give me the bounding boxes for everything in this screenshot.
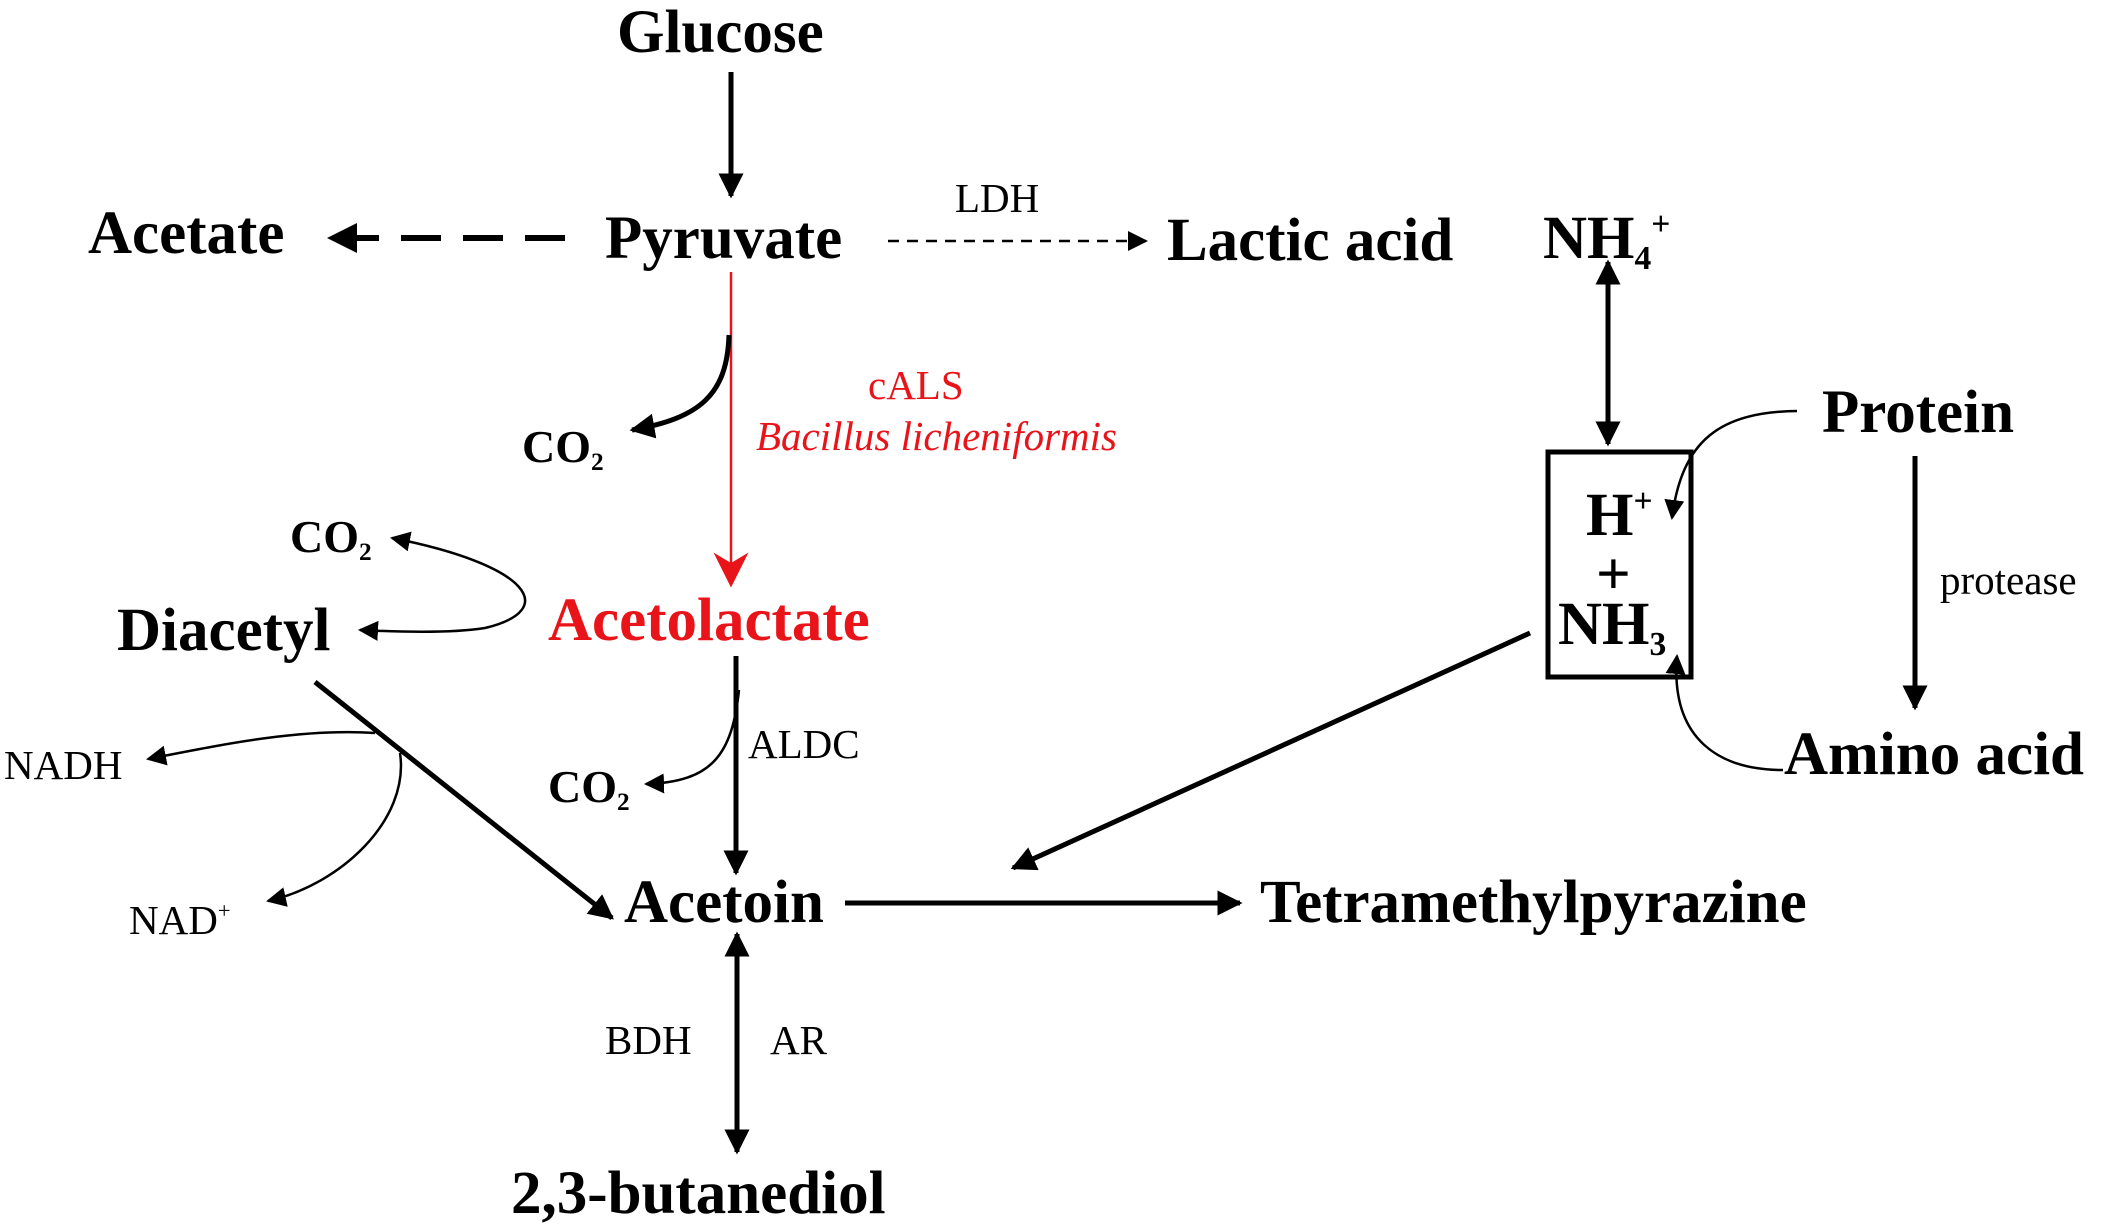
- arrow-loop-to-co2: [390, 531, 527, 630]
- arrow-to-nad: [266, 752, 403, 907]
- enzyme-bdh: BDH: [605, 1017, 692, 1063]
- species-h-plus: H+: [1586, 482, 1653, 549]
- enzyme-ldh: LDH: [955, 175, 1040, 221]
- node-acetate: Acetate: [88, 200, 285, 267]
- node-amino-acid: Amino acid: [1784, 721, 2084, 788]
- arrow-pyruvate-co2: [629, 334, 732, 439]
- arrow-nh3-to-tmp: [1010, 630, 1532, 871]
- node-acetoin: Acetoin: [624, 869, 824, 936]
- species-co2-pyruvate: CO2: [522, 421, 604, 477]
- arrow-aldc-co2: [644, 689, 741, 794]
- species-nad-plus: NAD+: [129, 897, 231, 943]
- species-nh3: NH3: [1558, 591, 1667, 663]
- arrow-aminoacid-nh3: [1665, 654, 1784, 772]
- arrow-diacetyl-acetoin: [313, 680, 614, 920]
- arrow-protein-hplus: [1664, 409, 1798, 520]
- enzyme-aldc: ALDC: [748, 721, 860, 767]
- arrow-loop-to-diacetyl: [358, 620, 486, 641]
- enzyme-ar: AR: [770, 1017, 827, 1063]
- node-acetolactate: Acetolactate: [548, 587, 870, 654]
- enzyme-organism: Bacillus licheniformis: [756, 413, 1117, 459]
- species-nh4: NH4+: [1543, 205, 1671, 277]
- node-protein: Protein: [1822, 379, 2014, 446]
- species-co2-diacetyl: CO2: [290, 511, 372, 567]
- species-plus-sign: +: [1596, 541, 1631, 608]
- species-co2-aldc: CO2: [548, 761, 630, 817]
- node-butanediol: 2,3-butanediol: [511, 1160, 886, 1227]
- species-nadh: NADH: [4, 742, 123, 788]
- node-glucose: Glucose: [617, 0, 824, 66]
- node-tetramethylpyrazine: Tetramethylpyrazine: [1260, 869, 1807, 936]
- node-diacetyl: Diacetyl: [117, 597, 331, 664]
- node-lactic-acid: Lactic acid: [1167, 207, 1454, 274]
- arrow-to-nadh: [146, 730, 376, 766]
- enzyme-cals: cALS: [868, 362, 964, 408]
- node-pyruvate: Pyruvate: [605, 205, 843, 272]
- enzyme-protease: protease: [1940, 557, 2077, 603]
- h-nh3-box: [1545, 449, 1694, 680]
